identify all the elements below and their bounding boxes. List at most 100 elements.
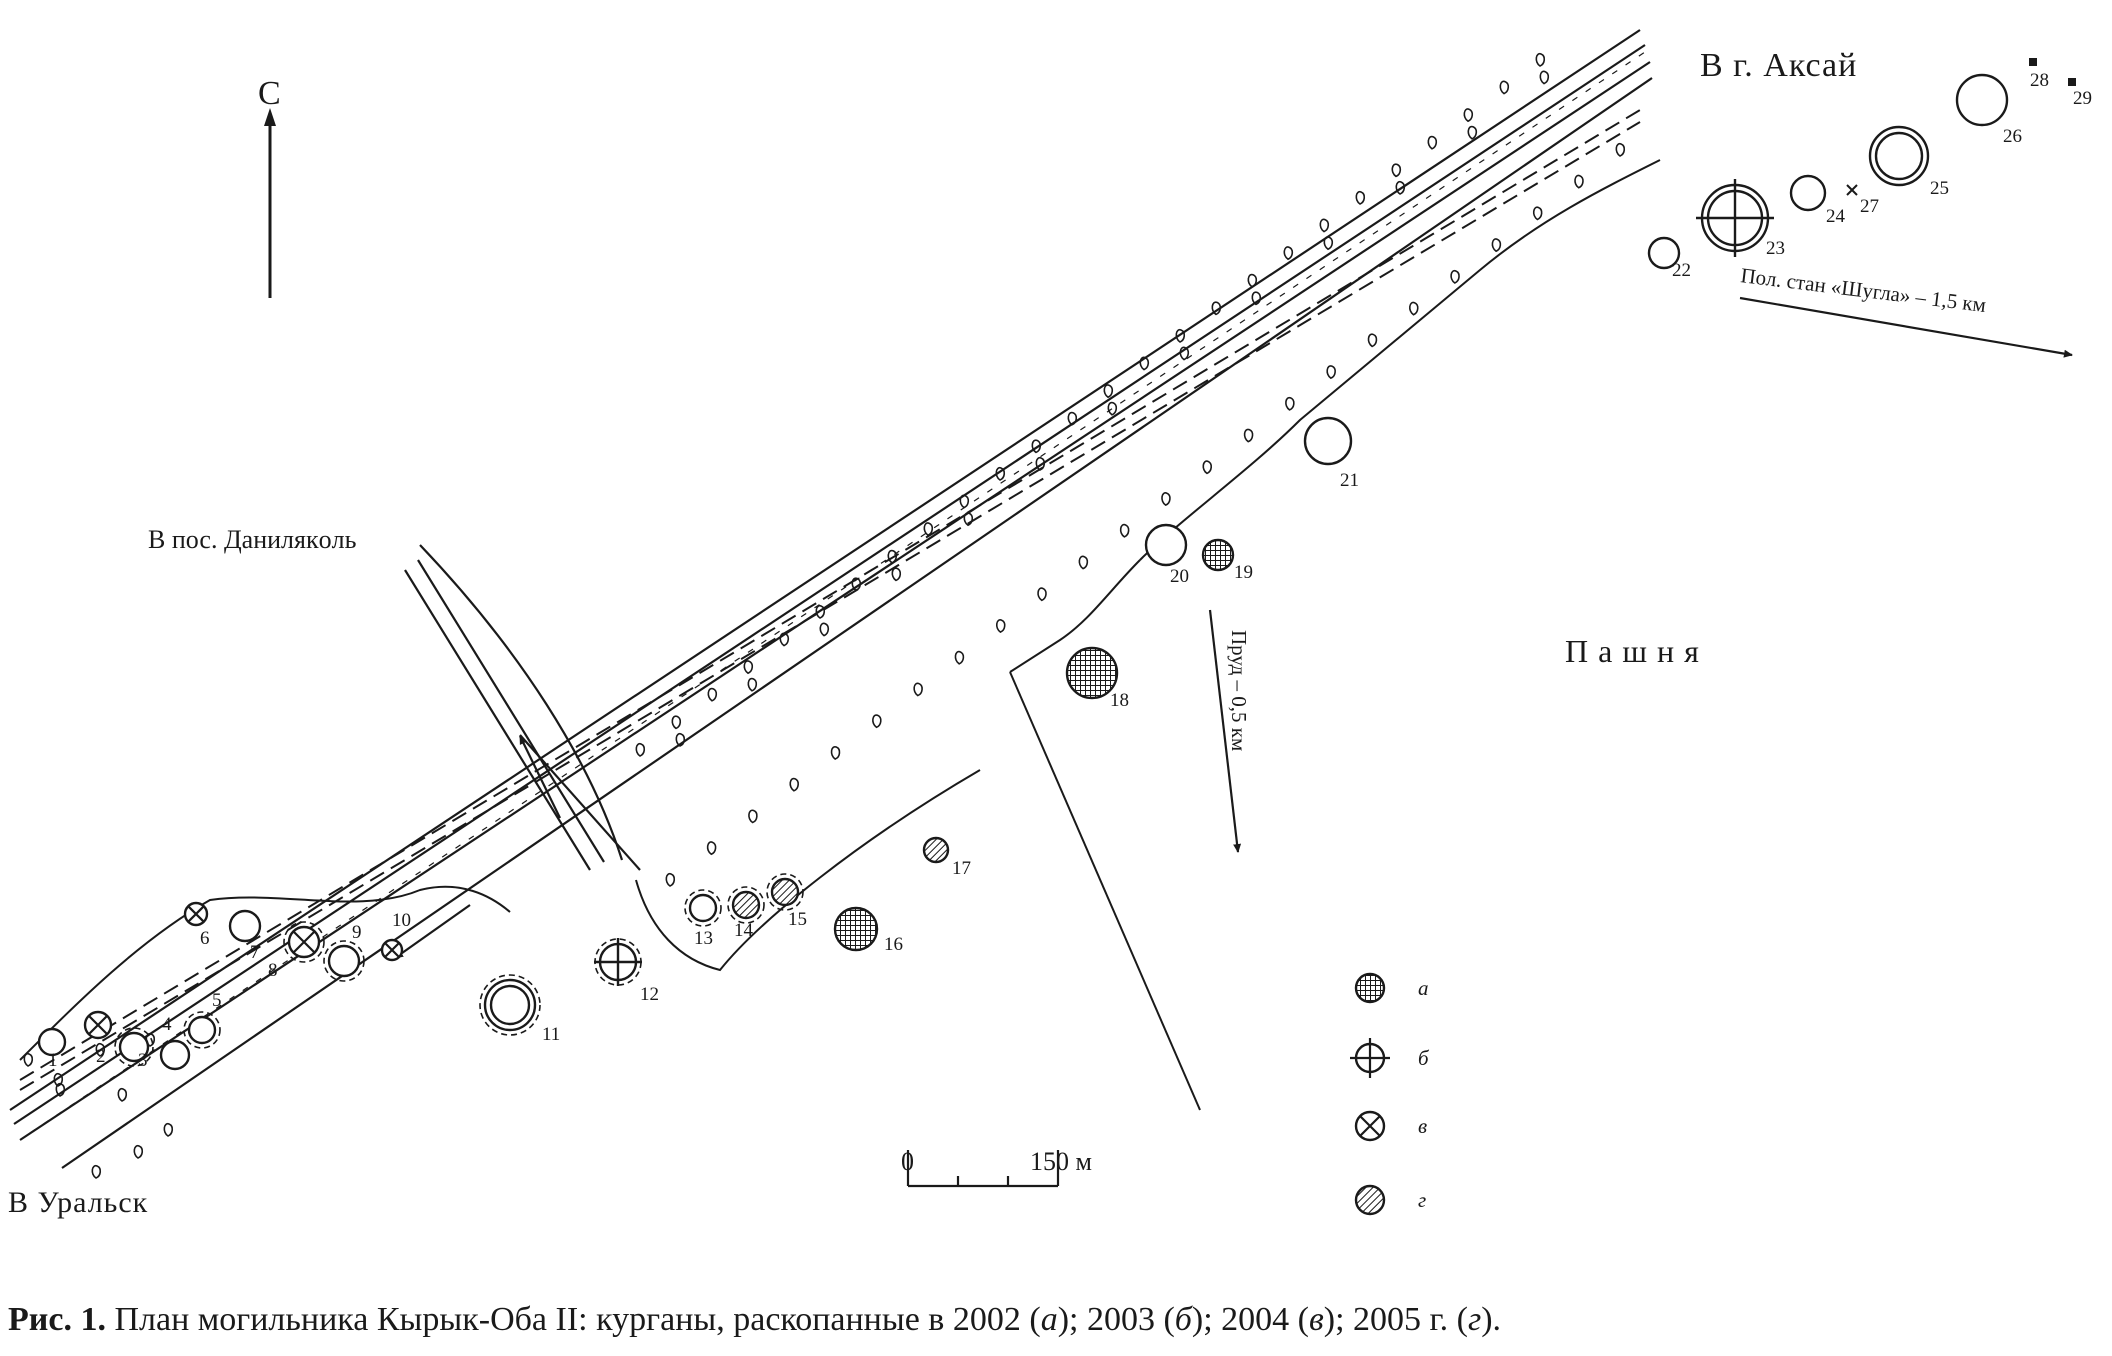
tree-icon [1467, 125, 1478, 140]
kurgan-dashed-ring [183, 1011, 221, 1049]
tree-icon [959, 494, 970, 509]
uralsk-arrow-icon [394, 904, 471, 959]
tree-icon [1037, 587, 1047, 602]
tree-icon [1179, 346, 1190, 361]
tree-icon [1067, 411, 1078, 426]
boundary-lines [19, 159, 1661, 1111]
tree-icon [789, 777, 799, 792]
kurgan-number: 22 [1672, 260, 1691, 281]
kurgan-16: 16 [833, 906, 903, 955]
kurgan-20: 20 [1144, 523, 1189, 587]
kurgan-28: 28 [2029, 58, 2049, 91]
caption-text: План могильника Кырык-Оба II: курганы, р… [105, 1301, 1041, 1338]
caption-a: а [1040, 1301, 1058, 1338]
kurgan-26: 26 [1955, 73, 2022, 147]
kurgan-number: 9 [352, 922, 362, 943]
legend-letter: в [1418, 1114, 1427, 1138]
kurgan-number: 11 [542, 1024, 560, 1045]
field-label: П а ш н я [1565, 633, 1700, 669]
kurgan-17: 17 [922, 836, 971, 879]
kurgan-mark [833, 906, 879, 952]
kurgan-dashed-ring [479, 974, 541, 1036]
kurgan-dashed-ring [684, 889, 722, 927]
kurgan-number: 10 [392, 910, 411, 931]
kurgan-3: 3 [114, 1027, 154, 1071]
legend-letter: г [1418, 1188, 1426, 1212]
kurgan-cross [594, 938, 642, 986]
kurgan-22: 22 [1647, 236, 1691, 281]
kurgan-number: 18 [1110, 690, 1129, 711]
tree-icon [706, 841, 717, 856]
caption-t1: ); 2003 ( [1057, 1301, 1175, 1338]
kurgan-mark [1144, 523, 1188, 567]
kurgan-xcross [187, 905, 205, 923]
kurgan-number: 14 [734, 920, 754, 941]
kurgan-number: 24 [1826, 206, 1846, 227]
kurgan-mark [731, 890, 761, 920]
kurgan-mark [1846, 184, 1858, 196]
tree-icon [1211, 301, 1222, 316]
kurgan-mark [37, 1027, 67, 1057]
tree-icon [1355, 190, 1366, 205]
kurgan-2: 2 [83, 1010, 113, 1067]
kurgan-xcross [88, 1015, 108, 1035]
tree-icon [891, 567, 902, 582]
kurgan-number: 13 [694, 928, 713, 949]
tree-icon [1161, 492, 1171, 507]
tree-icon [671, 715, 682, 730]
kurgan-21: 21 [1303, 416, 1359, 491]
pond-arrow-icon [1208, 609, 1242, 853]
kurgan-dashed-ring [727, 886, 765, 924]
tree-icon [995, 466, 1006, 481]
kurgan-number: 19 [1234, 562, 1253, 583]
caption-bold: Рис. 1. [8, 1301, 106, 1338]
caption-b: б [1174, 1301, 1192, 1338]
tree-icon [1450, 269, 1460, 284]
tree-icon [1409, 301, 1419, 316]
north-label: С [258, 75, 282, 112]
tree-icon [830, 746, 841, 760]
tree-icon [55, 1082, 66, 1097]
tree-icon [851, 577, 862, 592]
kurgan-mark [1647, 236, 1681, 270]
kurgan-mark [1789, 174, 1827, 212]
kurgan-number: 8 [268, 960, 278, 981]
kurgan-mark [228, 909, 262, 943]
tree-icon [1574, 174, 1584, 189]
kurgan-mark [118, 1031, 150, 1063]
tree-icon [1103, 384, 1114, 399]
tree-icon [133, 1144, 144, 1159]
kurgan-mark [1065, 646, 1119, 700]
kurgan-mark [1955, 73, 2009, 127]
kurgan-inner-ring [1874, 131, 1924, 181]
kurgan-11: 11 [479, 974, 560, 1045]
kurgan-19: 19 [1201, 538, 1253, 583]
kurgan-number: 27 [1860, 196, 1879, 217]
tree-icon [1535, 52, 1546, 67]
tree-icon [1539, 70, 1550, 85]
aksai-road-label: В г. Аксай [1700, 47, 1857, 84]
scale-zero: 0 [901, 1147, 914, 1176]
pond-label: Пруд – 0,5 км [1227, 630, 1251, 751]
kurgan-number: 25 [1930, 178, 1949, 199]
tree-icon [1283, 246, 1294, 261]
kurgan-9: 9 [323, 922, 365, 982]
tree-icon [1031, 439, 1042, 454]
tree-icon [1395, 180, 1406, 195]
kurgan-8: 8 [268, 921, 325, 981]
tree-icon [117, 1087, 128, 1102]
tree-icon [1427, 135, 1438, 150]
kurgan-number: 12 [640, 984, 659, 1005]
kurgan-7: 7 [228, 909, 262, 963]
tree-icon [995, 619, 1006, 633]
tree-icon [1285, 396, 1295, 411]
tree-icon [1243, 428, 1254, 443]
legend-item-б: б [1350, 1038, 1430, 1078]
kurgan-mark [159, 1039, 191, 1071]
kurgan-mark [2068, 78, 2076, 86]
tree-icon [963, 512, 974, 527]
tree-icon [819, 622, 830, 637]
kurgan-18: 18 [1065, 646, 1129, 711]
kurgan-mark [1303, 416, 1353, 466]
